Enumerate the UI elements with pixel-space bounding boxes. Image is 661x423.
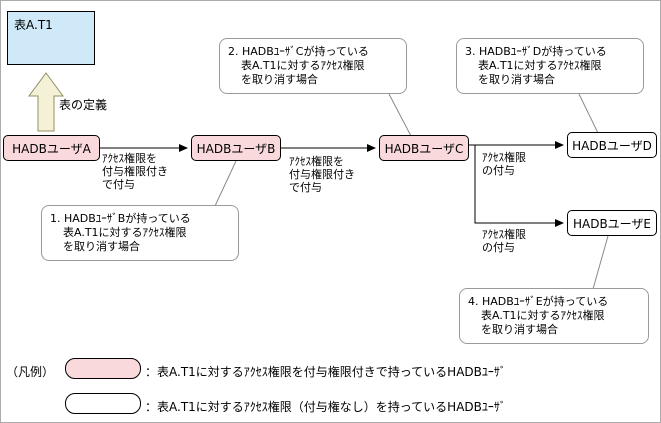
table-definition-label: 表の定義 <box>59 98 108 112</box>
edge-label-line: ｱｸｾｽ権限 <box>482 151 526 164</box>
callout-line: 表A.T1に対するｱｸｾｽ権限 <box>478 59 602 72</box>
edge-label-line: ｱｸｾｽ権限を <box>102 152 157 165</box>
callout-1-revoke-user-b: 1. HADBﾕｰｻﾞBが持っている 表A.T1に対するｱｸｾｽ権限 を取り消す… <box>41 205 239 261</box>
callout-3-revoke-user-d: 3. HADBﾕｰｻﾞDが持っている 表A.T1に対するｱｸｾｽ権限 を取り消す… <box>456 38 644 94</box>
user-node-c-label: HADBユーザC <box>384 141 464 156</box>
edge-label-line: ｱｸｾｽ権限を <box>289 155 344 168</box>
callout-4-revoke-user-e: 4. HADBﾕｰｻﾞEが持っている 表A.T1に対するｱｸｾｽ権限 を取り消す… <box>459 288 649 344</box>
table-label: 表A.T1 <box>14 18 53 32</box>
callout-line: 4. HADBﾕｰｻﾞEが持っている <box>468 295 609 308</box>
table-definition-arrow-icon <box>28 72 64 132</box>
edge-label-line: で付与 <box>289 181 322 194</box>
edge-label-line: 付与権限付き <box>102 165 168 178</box>
callout-line: を取り消す場合 <box>63 240 140 253</box>
edge-label-line: 付与権限付き <box>289 168 355 181</box>
legend-swatch-grant <box>65 358 141 379</box>
arrow-c-to-e <box>474 145 564 227</box>
edge-label-a-to-b: ｱｸｾｽ権限を 付与権限付き で付与 <box>102 152 168 191</box>
legend-title: （凡例） <box>6 365 55 379</box>
callout-line: 2. HADBﾕｰｻﾞCが持っている <box>228 45 369 58</box>
callout-line: 3. HADBﾕｰｻﾞDが持っている <box>465 45 607 58</box>
edge-label-line: ｱｸｾｽ権限 <box>482 228 526 241</box>
callout-2-connector <box>388 93 412 137</box>
callout-line: 表A.T1に対するｱｸｾｽ権限 <box>63 226 187 239</box>
edge-label-b-to-c: ｱｸｾｽ権限を 付与権限付き で付与 <box>289 155 355 194</box>
callout-line: を取り消す場合 <box>478 73 555 86</box>
callout-line: 表A.T1に対するｱｸｾｽ権限 <box>481 309 605 322</box>
edge-label-line: の付与 <box>482 241 515 254</box>
legend-label-plain: ：表A.T1に対するｱｸｾｽ権限（付与権なし）を持っているHADBﾕｰｻﾞ <box>145 400 506 414</box>
callout-2-revoke-user-c: 2. HADBﾕｰｻﾞCが持っている 表A.T1に対するｱｸｾｽ権限 を取り消す… <box>219 38 407 94</box>
legend-swatch-plain <box>65 393 141 414</box>
edge-label-line: の付与 <box>482 164 515 177</box>
user-node-c: HADBユーザC <box>379 135 469 161</box>
edge-label-c-to-d: ｱｸｾｽ権限 の付与 <box>482 151 526 177</box>
callout-4-connector <box>592 235 609 290</box>
edge-label-c-to-e: ｱｸｾｽ権限 の付与 <box>482 228 526 254</box>
callout-line: 表A.T1に対するｱｸｾｽ権限 <box>241 59 365 72</box>
callout-line: 1. HADBﾕｰｻﾞBが持っている <box>50 212 191 225</box>
user-node-b: HADBユーザB <box>191 135 281 161</box>
edge-label-line: で付与 <box>102 178 135 191</box>
table-node: 表A.T1 <box>7 11 95 65</box>
user-node-d-label: HADBユーザD <box>572 138 652 153</box>
user-node-a: HADBユーザA <box>3 135 100 161</box>
user-node-b-label: HADBユーザB <box>196 141 276 156</box>
user-node-e: HADBユーザE <box>567 210 657 236</box>
callout-line: を取り消す場合 <box>241 73 318 86</box>
callout-1-connector <box>214 160 237 207</box>
user-node-e-label: HADBユーザE <box>572 216 652 231</box>
callout-3-connector <box>578 93 599 134</box>
legend-label-grant: ：表A.T1に対するｱｸｾｽ権限を付与権限付きで持っているHADBﾕｰｻﾞ <box>145 365 506 379</box>
user-node-d: HADBユーザD <box>567 132 657 158</box>
callout-line: を取り消す場合 <box>481 323 558 336</box>
user-node-a-label: HADBユーザA <box>12 141 91 156</box>
